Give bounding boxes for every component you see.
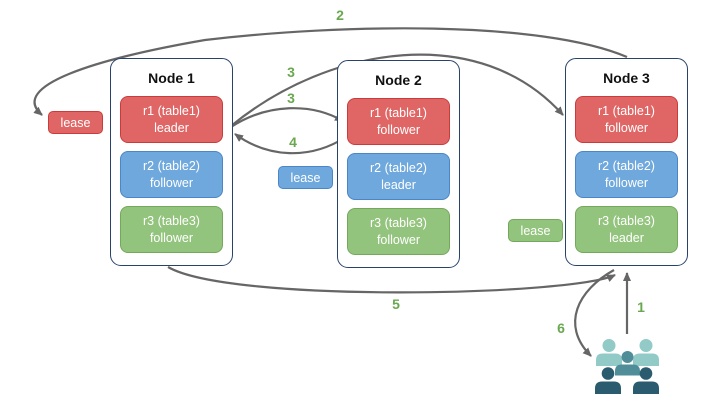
node-2-replica-r3: r3 (table3) follower xyxy=(347,208,450,255)
node-1-replica-r3: r3 (table3) follower xyxy=(120,206,223,253)
replica-name: r3 (table3) xyxy=(598,214,655,229)
node-3-title: Node 3 xyxy=(603,70,650,86)
arrow-3b-path xyxy=(230,107,344,128)
node-2-replica-r1: r1 (table1) follower xyxy=(347,98,450,145)
replica-role: follower xyxy=(149,230,194,245)
replica-role: follower xyxy=(604,120,649,135)
node-2-title: Node 2 xyxy=(375,72,422,88)
lease-badge-blue: lease xyxy=(278,166,333,189)
replica-name: r3 (table3) xyxy=(143,214,200,229)
node-1: Node 1 r1 (table1) leader r2 (table2) fo… xyxy=(110,58,233,266)
replica-name: r2 (table2) xyxy=(143,159,200,174)
arrow-5-path xyxy=(167,266,616,294)
step-label-3-mid: 3 xyxy=(287,90,295,106)
replica-name: r3 (table3) xyxy=(370,216,427,231)
replica-role: leader xyxy=(381,177,416,192)
arrow-6-path xyxy=(574,269,615,357)
step-label-2: 2 xyxy=(336,7,344,23)
node-1-title: Node 1 xyxy=(148,70,195,86)
node-3-replica-r1: r1 (table1) follower xyxy=(575,96,678,143)
lease-badge-green: lease xyxy=(508,219,563,242)
step-label-1: 1 xyxy=(637,299,645,315)
replica-role: follower xyxy=(376,232,421,247)
replica-role: leader xyxy=(609,230,644,245)
node-2-replica-r2: r2 (table2) leader xyxy=(347,153,450,200)
replica-name: r2 (table2) xyxy=(370,161,427,176)
node-2: Node 2 r1 (table1) follower r2 (table2) … xyxy=(337,60,460,268)
replica-name: r1 (table1) xyxy=(143,104,200,119)
users-icon xyxy=(595,339,659,394)
replica-role: follower xyxy=(604,175,649,190)
step-label-4: 4 xyxy=(289,134,297,150)
replica-role: leader xyxy=(154,120,189,135)
replica-name: r1 (table1) xyxy=(370,106,427,121)
node-1-replica-r2: r2 (table2) follower xyxy=(120,151,223,198)
replica-name: r2 (table2) xyxy=(598,159,655,174)
node-3: Node 3 r1 (table1) follower r2 (table2) … xyxy=(565,58,688,266)
lease-badge-red: lease xyxy=(48,111,103,134)
replica-role: follower xyxy=(149,175,194,190)
replica-name: r1 (table1) xyxy=(598,104,655,119)
node-1-replica-r1: r1 (table1) leader xyxy=(120,96,223,143)
step-label-6: 6 xyxy=(557,320,565,336)
node-3-replica-r2: r2 (table2) follower xyxy=(575,151,678,198)
step-label-5: 5 xyxy=(392,296,400,312)
step-label-3-top: 3 xyxy=(287,64,295,80)
replica-role: follower xyxy=(376,122,421,137)
node-3-replica-r3: r3 (table3) leader xyxy=(575,206,678,253)
